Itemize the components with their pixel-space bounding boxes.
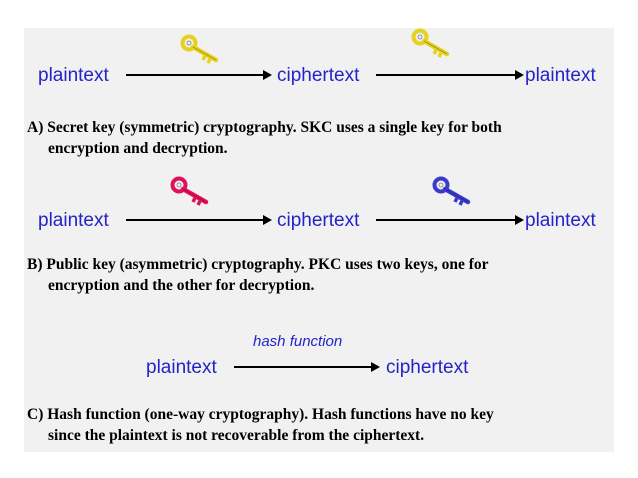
ciphertext-label: ciphertext bbox=[277, 210, 360, 231]
caption-line: since the plaintext is not recoverable f… bbox=[48, 427, 425, 444]
arrow bbox=[126, 215, 272, 225]
plaintext-label: plaintext bbox=[38, 210, 109, 231]
caption-line: B) Public key (asymmetric) cryptography.… bbox=[27, 256, 489, 273]
caption-line: encryption and the other for decryption. bbox=[48, 277, 315, 294]
key-icon bbox=[180, 33, 220, 65]
arrow bbox=[126, 70, 272, 80]
arrow bbox=[376, 215, 524, 225]
arrow bbox=[376, 70, 524, 80]
arrow bbox=[234, 362, 380, 372]
caption-line: encryption and decryption. bbox=[48, 140, 228, 157]
ciphertext-label: ciphertext bbox=[277, 65, 360, 86]
diagram-panel bbox=[24, 28, 614, 452]
caption-symmetric: A) Secret key (symmetric) cryptography. … bbox=[27, 117, 607, 159]
plaintext-label: plaintext bbox=[525, 65, 596, 86]
key-icon bbox=[170, 175, 210, 207]
plaintext-label: plaintext bbox=[146, 357, 217, 378]
caption-line: C) Hash function (one-way cryptography).… bbox=[27, 406, 494, 423]
ciphertext-label: ciphertext bbox=[386, 357, 469, 378]
caption-line: A) Secret key (symmetric) cryptography. … bbox=[27, 119, 502, 136]
plaintext-label: plaintext bbox=[38, 65, 109, 86]
key-icon bbox=[411, 27, 451, 59]
caption-asymmetric: B) Public key (asymmetric) cryptography.… bbox=[27, 254, 607, 296]
hash-function-label: hash function bbox=[253, 333, 343, 350]
caption-hash: C) Hash function (one-way cryptography).… bbox=[27, 404, 607, 446]
plaintext-label: plaintext bbox=[525, 210, 596, 231]
key-icon bbox=[432, 175, 472, 207]
